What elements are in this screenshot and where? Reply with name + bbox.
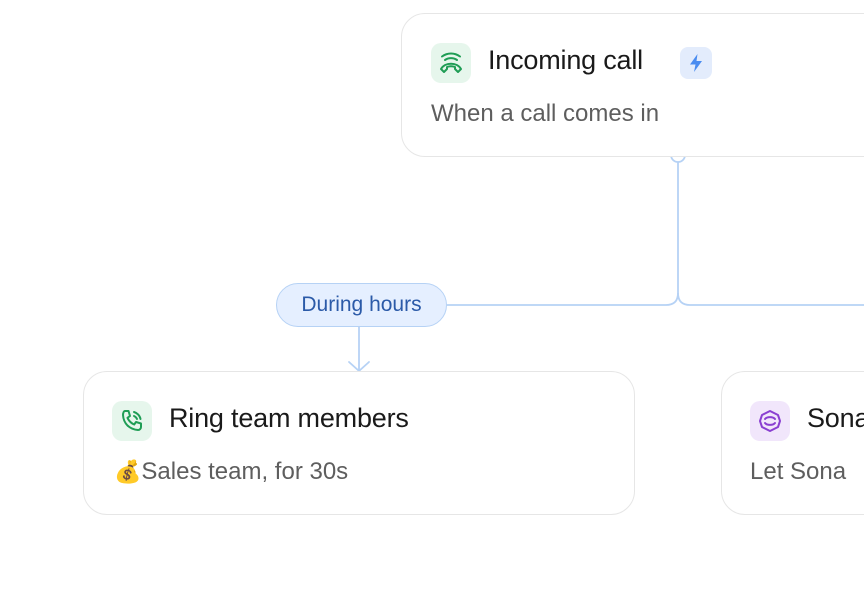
ring-node-title: Ring team members <box>169 403 409 433</box>
condition-label-during-hours[interactable]: During hours <box>276 283 447 327</box>
trigger-node-incoming-call[interactable]: Incoming call When a call comes in <box>401 13 864 157</box>
action-node-sona[interactable]: Sona Let Sona <box>721 371 864 515</box>
ring-node-subtitle-row: 💰Sales team, for 30s <box>114 458 348 486</box>
action-node-ring-team-members[interactable]: Ring team members 💰Sales team, for 30s <box>83 371 635 515</box>
phone-ringing-icon <box>112 401 152 441</box>
trigger-node-title: Incoming call <box>488 45 643 75</box>
incoming-call-icon <box>431 43 471 83</box>
sona-node-title: Sona <box>807 403 864 433</box>
trigger-node-subtitle: When a call comes in <box>431 100 660 127</box>
ring-node-subtitle: Sales team, for 30s <box>141 458 349 485</box>
sona-ai-icon <box>750 401 790 441</box>
sona-node-subtitle: Let Sona <box>750 458 847 485</box>
money-bag-icon: 💰 <box>114 459 142 484</box>
lightning-bolt-icon <box>680 47 712 79</box>
